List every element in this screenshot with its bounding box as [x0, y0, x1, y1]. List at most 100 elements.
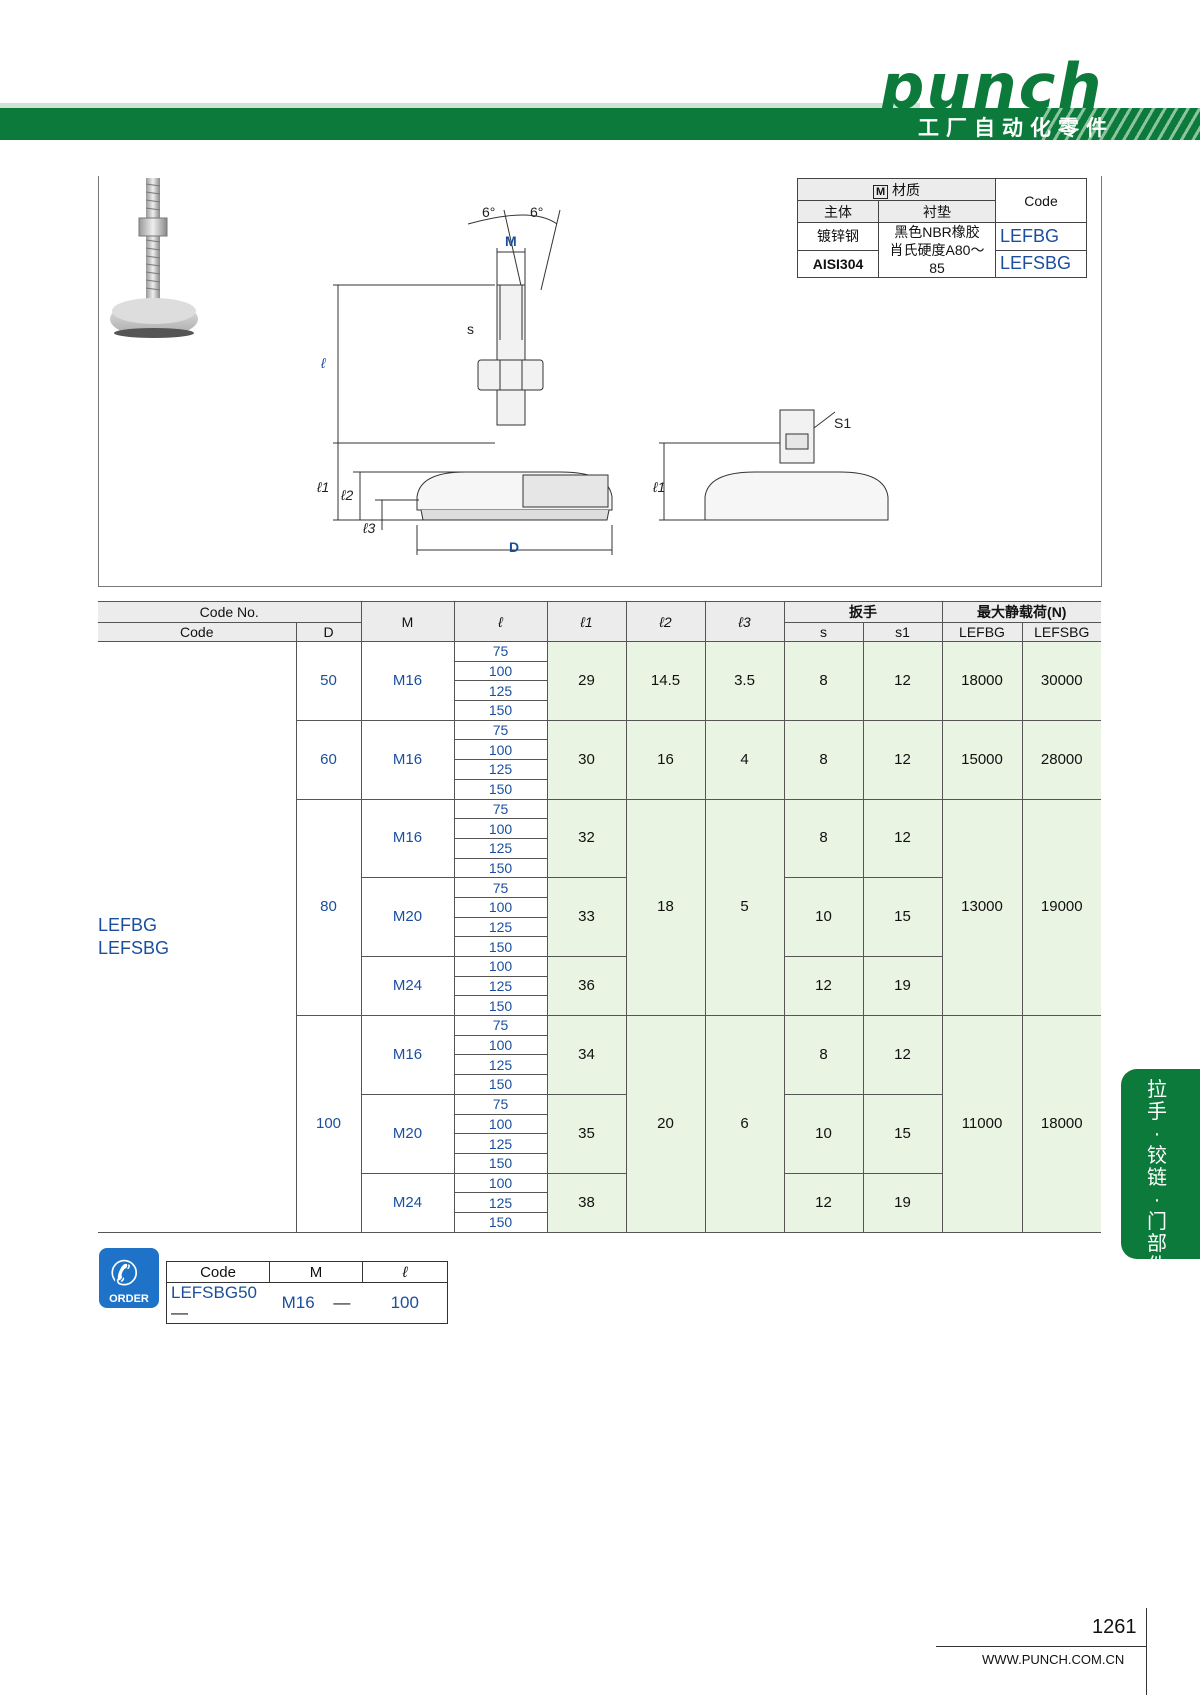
code-lefbg: LEFBG: [98, 914, 158, 935]
m-value: M24: [360, 955, 455, 1017]
l1-value: 30: [546, 719, 627, 800]
order-dash: —: [333, 1293, 351, 1312]
order-m-value: M16: [281, 1293, 315, 1312]
l1-value: 34: [546, 1015, 627, 1095]
order-icon: ✆ ORDER: [99, 1248, 159, 1308]
order-code: LEFSBG50 —: [166, 1282, 270, 1324]
l2-value: 20: [625, 1015, 706, 1233]
l-value: 75: [453, 1093, 548, 1115]
table-row: 150: [98, 936, 1101, 957]
angle-left-label: 6°: [482, 204, 495, 220]
s-value: 8: [783, 719, 864, 800]
table-row: 125: [98, 916, 1101, 938]
footer-vertical-line: [1146, 1608, 1147, 1695]
table-row: LEFBG LEFSBG 50 M16 75 29 14.5 3.5 8 12 …: [98, 641, 1101, 1233]
header-m: M: [360, 601, 455, 642]
s-value: 10: [783, 877, 864, 957]
l-value: 75: [453, 798, 548, 820]
s-value: 12: [783, 955, 864, 1017]
category-tab[interactable]: 拉手·铰链·门部件: [1121, 1069, 1200, 1277]
s-label: s: [467, 321, 474, 337]
material-title-text: 材质: [892, 181, 921, 198]
header-lefbg: LEFBG: [941, 622, 1023, 642]
s1-value: 15: [862, 1093, 943, 1174]
l-value: 100: [453, 1172, 548, 1194]
m-label: M: [505, 233, 517, 249]
l2-value: 16: [625, 719, 706, 800]
l-value: 150: [453, 700, 548, 721]
l-value: 75: [453, 1015, 548, 1036]
header-band: [0, 108, 1200, 140]
spec-table: Code No. M ℓ ℓ1 ℓ2 ℓ3 扳手 最大静载荷(N) Code D…: [98, 601, 1101, 1233]
l-value: 150: [453, 936, 548, 957]
lefsbg-load: 19000: [1021, 798, 1101, 1017]
l1-value: 33: [546, 877, 627, 957]
header-d: D: [295, 622, 362, 642]
lefbg-load: 13000: [941, 798, 1023, 1017]
page-number: 1261: [1092, 1616, 1137, 1638]
lefbg-load: 11000: [941, 1015, 1023, 1233]
header-s1: s1: [862, 622, 943, 642]
table-row: 100 M16 75 34 20 6 8 12 11000 18000: [98, 1015, 1101, 1233]
table-row: M20 75 35 10 15: [98, 1093, 1101, 1174]
m-value: M20: [360, 1093, 455, 1174]
table-row: 100: [98, 1113, 1101, 1135]
material-m-icon: M: [872, 184, 889, 199]
material-code-header: Code: [995, 178, 1087, 223]
s1-value: 15: [862, 877, 943, 957]
header-l2: ℓ2: [625, 601, 706, 642]
l-value: 125: [453, 759, 548, 780]
m-value: M16: [360, 719, 455, 800]
technical-drawing: 6° 6° M s ℓ ℓ1 ℓ2 ℓ3 D S1 ℓ1: [316, 204, 889, 555]
footer-horizontal-line: [936, 1646, 1146, 1647]
header-lefsbg: LEFSBG: [1021, 622, 1101, 642]
l-value: 125: [453, 975, 548, 997]
l-value: 100: [453, 660, 548, 682]
l1-value: 35: [546, 1093, 627, 1174]
l3-value: 6: [704, 1015, 785, 1233]
order-l-value: 100: [362, 1282, 448, 1324]
m-value: M16: [360, 1015, 455, 1095]
l-value: 150: [453, 995, 548, 1017]
lefsbg-load: 18000: [1021, 1015, 1101, 1233]
s1-value: 19: [862, 955, 943, 1017]
l-value: 125: [453, 680, 548, 702]
phone-icon: ✆: [110, 1255, 139, 1293]
table-row: 100: [98, 896, 1101, 918]
header-l1: ℓ1: [546, 601, 627, 642]
l-value: 125: [453, 837, 548, 859]
l-value: 75: [453, 877, 548, 898]
order-dash: —: [171, 1303, 188, 1322]
d-value: 80: [295, 798, 362, 1017]
material-table: M 材质 Code 主体 衬垫 镀锌钢 黑色NBR橡胶 肖氏硬度A80～85 L…: [797, 178, 1087, 278]
s1-value: 12: [862, 641, 943, 721]
l1-value: 32: [546, 798, 627, 879]
table-row: 100: [98, 660, 1101, 682]
brand-subtitle: 工厂自动化零件: [918, 117, 1114, 140]
material-pad: 黑色NBR橡胶 肖氏硬度A80～85: [878, 222, 996, 278]
header-wrench: 扳手: [783, 601, 943, 623]
code-cell: LEFBG LEFSBG: [98, 641, 297, 1233]
m-value: M16: [360, 641, 455, 721]
s-value: 8: [783, 798, 864, 879]
material-pad-line2: 肖氏硬度A80～85: [889, 242, 985, 276]
material-title: M 材质: [797, 178, 996, 201]
order-header-m: M: [269, 1261, 363, 1283]
l-value: 150: [453, 857, 548, 879]
footer-url[interactable]: WWW.PUNCH.COM.CN: [982, 1652, 1125, 1667]
header-light-band: [0, 103, 920, 109]
m-value: M24: [360, 1172, 455, 1233]
brand-logo: punch: [880, 50, 1104, 123]
table-row: 125: [98, 837, 1101, 859]
header-s: s: [783, 622, 864, 642]
material-body-1: 镀锌钢: [797, 222, 879, 251]
l-value: 100: [453, 896, 548, 918]
header-l3: ℓ3: [704, 601, 785, 642]
d-value: 50: [295, 641, 362, 721]
material-body-2: AISI304: [797, 249, 879, 278]
d-value: 60: [295, 719, 362, 800]
l-value: 100: [453, 1113, 548, 1135]
header-code: Code: [98, 622, 297, 642]
d-value: 100: [295, 1015, 362, 1233]
table-row: 150: [98, 778, 1101, 800]
